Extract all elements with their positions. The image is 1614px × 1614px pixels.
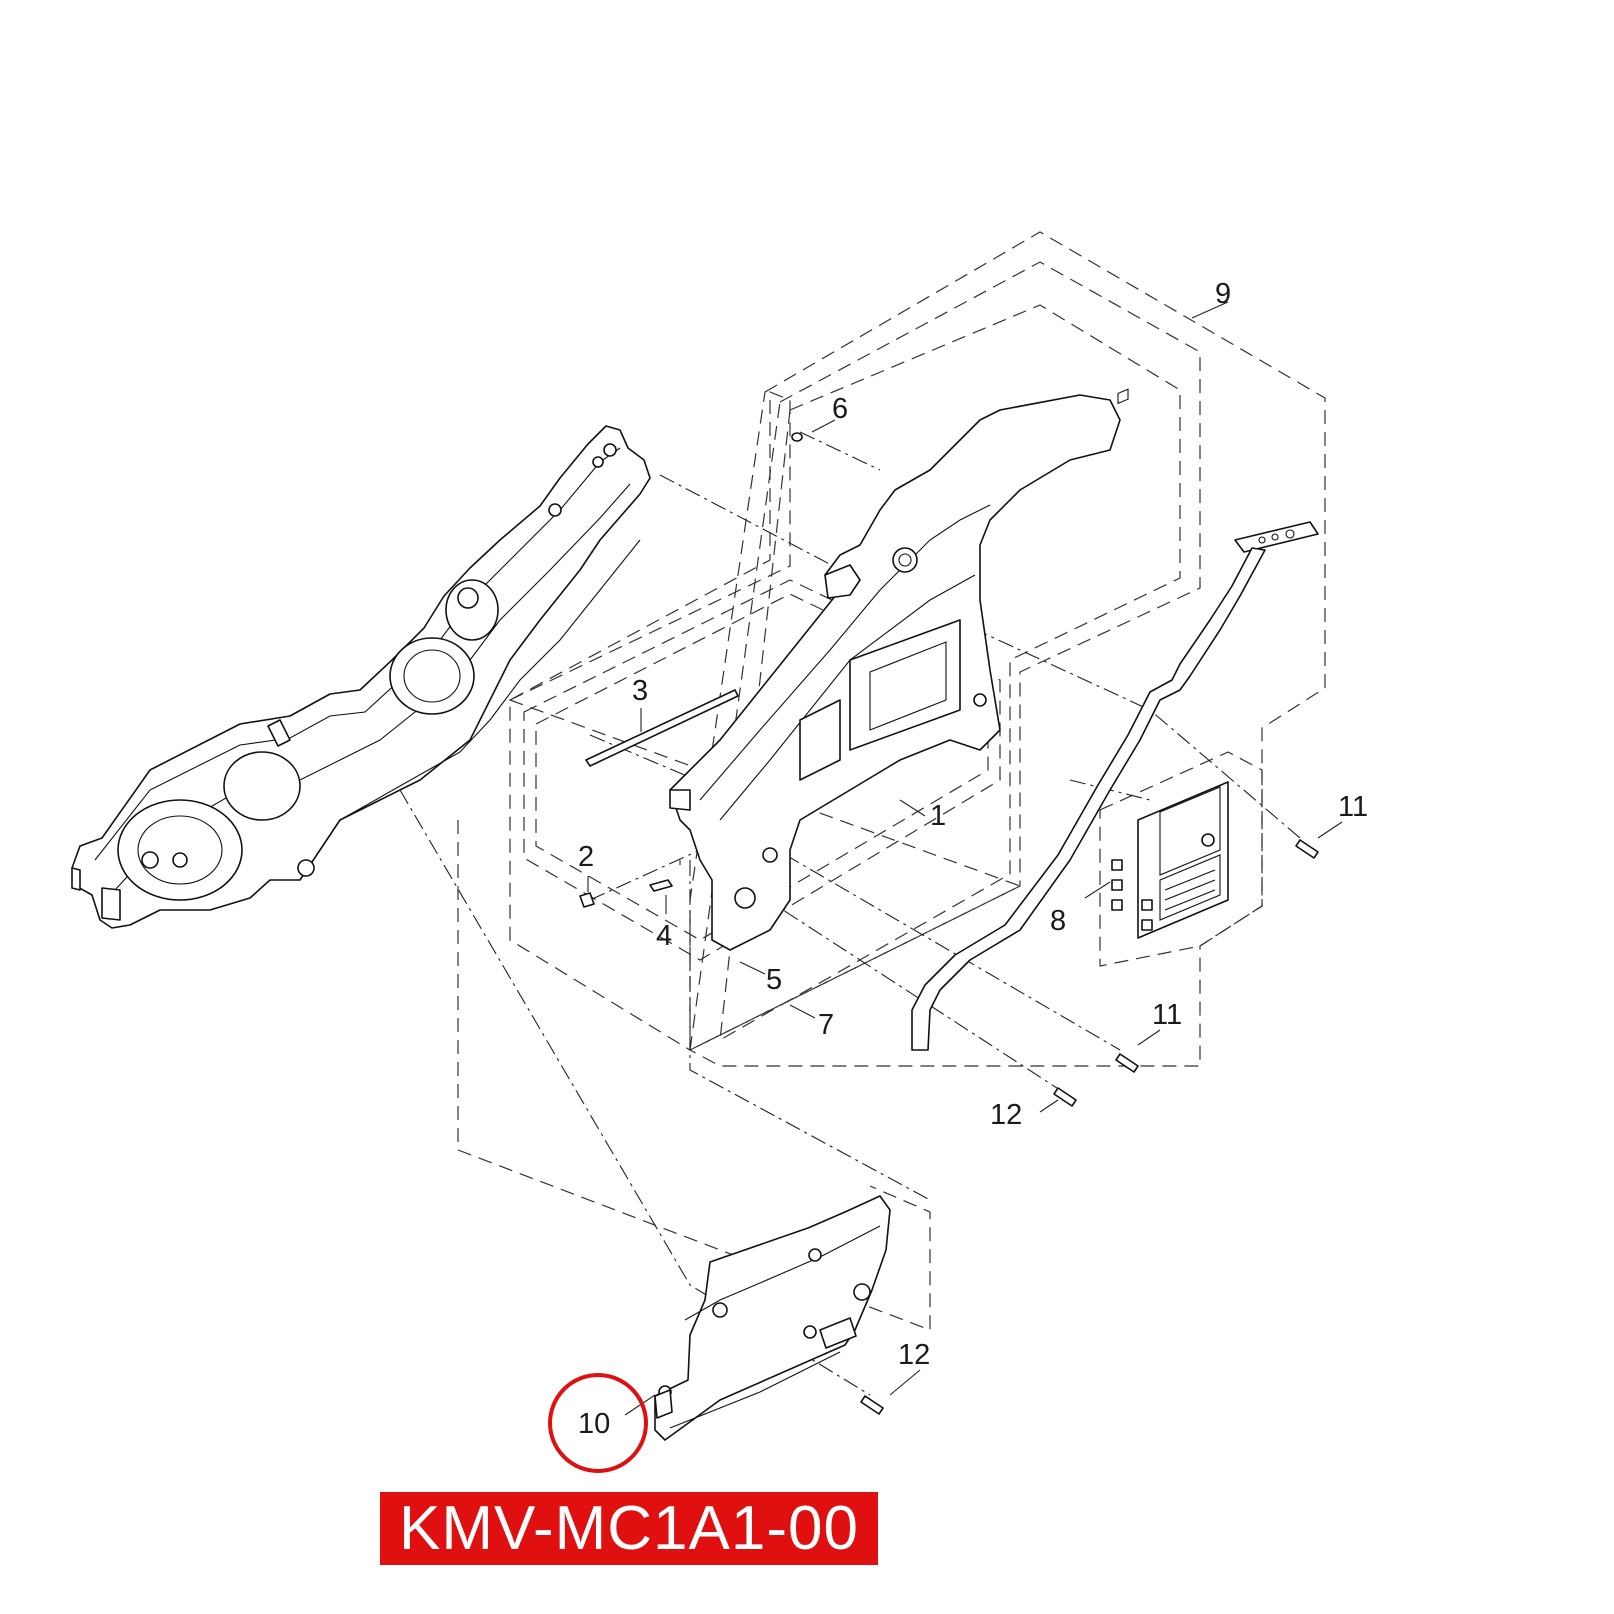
flex-cable — [911, 521, 1319, 1051]
callout-9: 9 — [1215, 278, 1231, 310]
assembly-outline-10 — [457, 820, 931, 1331]
screw-11-upper — [1295, 839, 1319, 859]
callout-1: 1 — [930, 800, 946, 832]
highlight-circle — [548, 1373, 648, 1473]
callout-8: 8 — [1050, 905, 1066, 937]
part-10-cover — [654, 1195, 891, 1441]
part-3-strip — [585, 689, 739, 767]
callout-12-upper: 12 — [990, 1099, 1022, 1131]
part-code-text: KMV-MC1A1-00 — [399, 1494, 859, 1563]
part-4-piece — [649, 879, 673, 892]
screw-12-lower — [860, 1395, 884, 1415]
callout-6: 6 — [832, 393, 848, 425]
part-code-banner — [380, 1492, 878, 1565]
callout-4: 4 — [656, 920, 672, 952]
assembly-outline-5-7 — [508, 391, 1022, 1051]
part-2-piece — [579, 892, 595, 908]
callout-3: 3 — [632, 675, 648, 707]
callout-5: 5 — [766, 964, 782, 996]
leader-lines — [587, 301, 1343, 1416]
assembly-outline-8 — [1099, 751, 1263, 967]
callout-2: 2 — [578, 841, 594, 873]
callout-11-lower: 11 — [1152, 999, 1182, 1031]
part-6-pin — [791, 432, 803, 442]
feeder-main-body — [71, 425, 651, 929]
callout-7: 7 — [818, 1009, 834, 1041]
assembly-outline-9 — [689, 231, 1326, 1067]
callout-12-lower: 12 — [898, 1339, 930, 1371]
callout-10: 10 — [578, 1408, 610, 1440]
callout-11-upper: 11 — [1338, 791, 1368, 823]
part-8-label — [1111, 388, 1229, 939]
screw-11-lower — [1115, 1053, 1139, 1073]
part-1-frame — [669, 394, 1121, 951]
screw-12-upper — [1053, 1087, 1077, 1107]
